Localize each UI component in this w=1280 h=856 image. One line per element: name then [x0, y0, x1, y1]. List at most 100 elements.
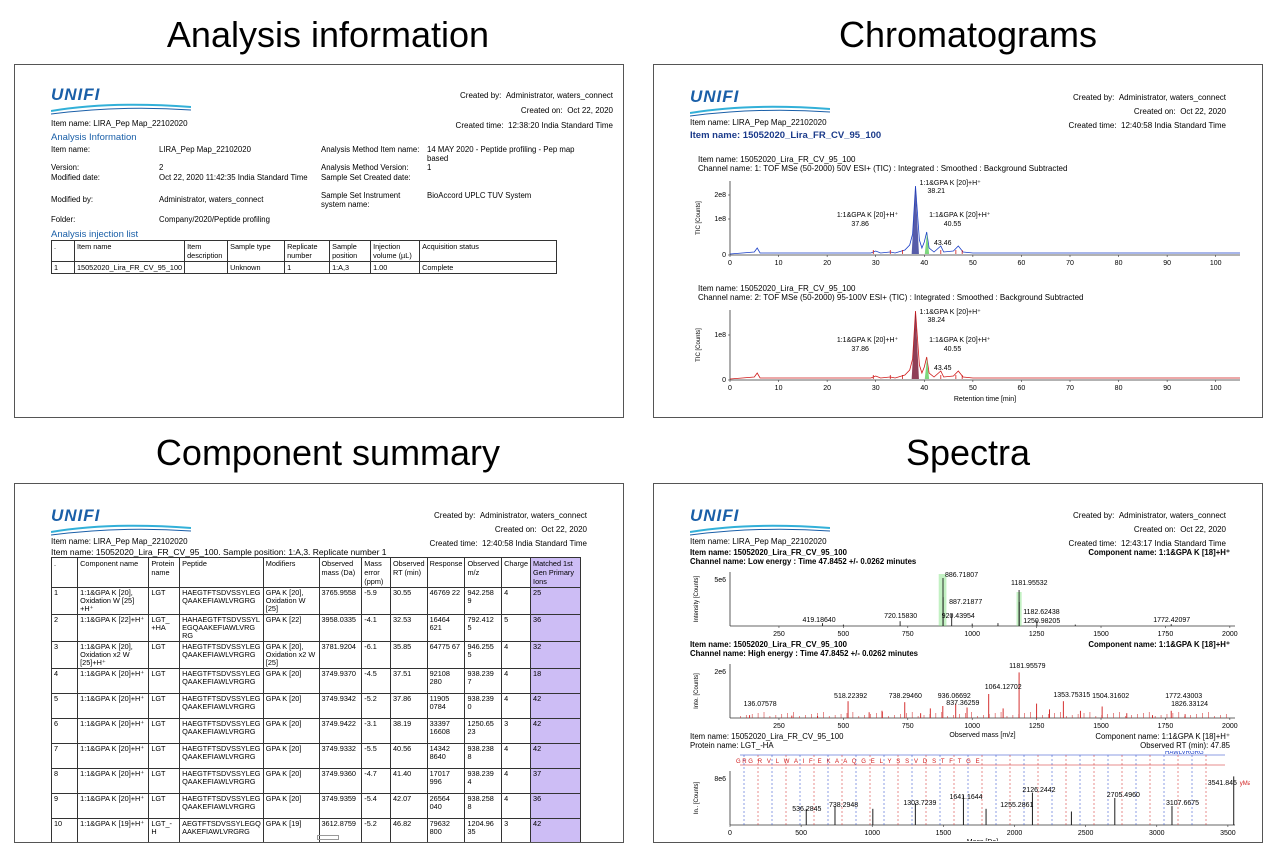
x-tick-label: 750: [902, 631, 914, 638]
peak-label: 936.06692: [938, 693, 971, 700]
y-axis-label: Inte. [Counts]: [694, 673, 700, 709]
table-cell: 1:1&GPA K [19]+H⁺: [77, 818, 150, 842]
page-scroll-indicator[interactable]: [317, 835, 339, 840]
peak-label: 3541.845: [1208, 780, 1237, 787]
created-by-value: Administrator, waters_connect: [1118, 511, 1226, 520]
table-cell: 40.56: [389, 743, 428, 769]
component-summary-panel[interactable]: UNIFI Created by: Administrator, waters_…: [14, 483, 624, 843]
x-tick-label: 40: [920, 385, 928, 392]
table-cell: HAEGTFTSDVSSYLEG QAAKEFIAWLVRGRG: [179, 641, 264, 669]
y-tick-label: 1e8: [714, 332, 726, 339]
table-cell: LGT: [148, 743, 181, 769]
created-on-label: Created on:: [1133, 525, 1176, 534]
peak-label: 1353.75315: [1053, 692, 1090, 699]
table-cell: [184, 261, 229, 274]
table-cell: 3612.8759: [318, 818, 363, 842]
peak-label: 837.36259: [946, 700, 979, 707]
x-tick-label: 500: [838, 723, 850, 730]
table-cell: Complete: [419, 261, 557, 274]
created-by-label: Created by:: [434, 511, 476, 520]
created-by-label: Created by:: [1073, 511, 1115, 520]
table-cell: GPA K [22]: [262, 614, 320, 642]
spectrum-channel-name: Channel name: High energy : Time 47.8452…: [690, 649, 919, 658]
column-header: .: [51, 240, 75, 262]
spectrum-component-name: Component name: 1:1&GPA K [18]+H⁺: [1088, 548, 1230, 557]
column-header: .: [50, 557, 79, 588]
peak-label: 1182.62438: [1023, 609, 1060, 616]
table-cell: 46769 22: [426, 587, 466, 615]
peak-label-left: 1:1&GPA K [20]+H⁺: [837, 212, 899, 219]
table-cell: 1: [51, 261, 75, 274]
table-cell: GPA K [20], Oxidation x2 W [25]: [262, 641, 320, 669]
table-cell: 36: [530, 614, 581, 642]
table-cell: 942.258 9: [464, 587, 503, 615]
x-tick-label: 1000: [964, 723, 980, 730]
created-by-value: Administrator, waters_connect: [479, 511, 587, 520]
observed-rt: Observed RT (min): 47.85: [1140, 741, 1230, 750]
x-tick-label: 20: [823, 385, 831, 392]
channel1-title: Channel name: 1: TOF MSe (50-2000) 50V E…: [698, 164, 1068, 173]
sequence-top: HAWLVRGRG: [1165, 751, 1204, 756]
column-header: Observed RT (min): [389, 557, 428, 588]
peak-label: 1772.43003: [1165, 693, 1202, 700]
peak-label: 1303.7239: [903, 800, 936, 807]
unifi-logo: UNIFI: [51, 506, 191, 536]
y-axis-label: TIC [Counts]: [696, 328, 702, 362]
peak-label: 536.2845: [792, 806, 821, 813]
column-header: Observed m/z: [464, 557, 503, 588]
item-name: Item name: LIRA_Pep Map_22102020: [51, 537, 188, 546]
table-cell: LGT: [148, 693, 181, 719]
table-cell: 30.55: [389, 587, 428, 615]
integrated-peak-side: [924, 233, 930, 254]
spectra-panel[interactable]: UNIFI Created by: Administrator, waters_…: [653, 483, 1263, 843]
y-tick-label: 0: [722, 377, 726, 384]
created-time-label: Created time:: [1068, 539, 1117, 548]
field-value: Administrator, waters_connect: [159, 195, 264, 204]
table-cell: 92108 280: [426, 668, 466, 694]
table-cell: 8: [50, 768, 79, 794]
table-cell: 5: [501, 614, 532, 642]
table-cell: 9: [50, 793, 79, 819]
table-row[interactable]: 1 15052020_Lira_FR_CV_95_100 Unknown 1 1…: [51, 261, 557, 274]
x-tick-label: 80: [1115, 385, 1123, 392]
component-table: . Component name Protein name Peptide Mo…: [50, 557, 581, 842]
item-name: Item name: LIRA_Pep Map_22102020: [690, 118, 827, 127]
x-tick-label: 250: [773, 723, 785, 730]
table-cell: 4: [501, 693, 532, 719]
field-label: Sample Set Instrument system name:: [321, 191, 401, 209]
table-cell: 4: [501, 641, 532, 669]
table-cell: LGT_-H: [148, 818, 181, 842]
column-header: Charge: [501, 557, 532, 588]
x-tick-label: 0: [728, 385, 732, 392]
table-cell: 16464 621: [426, 614, 466, 642]
x-tick-label: 1500: [1093, 723, 1109, 730]
injection-table: . Item name Item description Sample type…: [51, 240, 557, 274]
table-cell: 3: [501, 718, 532, 744]
table-cell: -5.2: [361, 818, 391, 842]
spectrum-item-name: Item name: 15052020_Lira_FR_CV_95_100: [690, 640, 847, 649]
field-label: Analysis Method Version:: [321, 163, 409, 172]
analysis-information-panel[interactable]: UNIFI Created by: Administrator, waters_…: [14, 64, 624, 418]
table-cell: GPA K [20]: [262, 668, 320, 694]
x-tick-label: 40: [920, 260, 928, 267]
created-on-value: Oct 22, 2020: [567, 106, 613, 115]
created-on-value: Oct 22, 2020: [1180, 525, 1226, 534]
table-cell: GPA K [20]: [262, 768, 320, 794]
y-tick-label: 8e6: [714, 776, 726, 783]
table-cell: 3749.9422: [318, 718, 363, 744]
field-value: 1: [427, 163, 432, 172]
chromatograms-panel[interactable]: UNIFI Created by: Administrator, waters_…: [653, 64, 1263, 418]
item-name: Item name: LIRA_Pep Map_22102020: [51, 119, 188, 128]
x-tick-label: 100: [1210, 385, 1222, 392]
